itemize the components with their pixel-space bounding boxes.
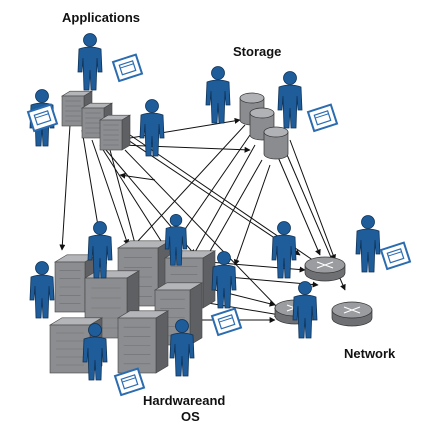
connection-arrow [124, 137, 301, 256]
connection-arrow [59, 124, 71, 251]
storage-disk-icon [263, 126, 289, 160]
connection-arrow [274, 149, 321, 256]
router-icon [331, 301, 373, 327]
connection-arrow [124, 149, 281, 311]
storage-label: Storage [233, 44, 282, 59]
application-cluster [60, 90, 132, 151]
person-icon [277, 71, 303, 129]
app-window-icon [379, 241, 412, 271]
connection-arrow [99, 144, 171, 256]
hardware-label-line2: OS [181, 409, 200, 424]
person-icon [82, 323, 108, 381]
app-window-icon [26, 103, 59, 133]
network-label: Network [344, 346, 396, 361]
app-window-icon [113, 367, 146, 397]
person-icon [355, 215, 381, 273]
storage-cluster [239, 92, 289, 160]
connection-arrow [121, 144, 251, 153]
connection-arrow [91, 139, 130, 246]
person-icon [29, 261, 55, 319]
person-icon [211, 251, 237, 309]
person-icon [271, 221, 297, 279]
person-icon [77, 33, 103, 91]
server-icon [98, 114, 132, 151]
connection-arrow [233, 164, 271, 266]
hardware-label-line1: Hardwareand [143, 393, 226, 408]
applications-label: Applications [62, 10, 141, 25]
people [29, 33, 381, 381]
connection-arrow [204, 159, 263, 261]
person-icon [292, 281, 318, 339]
person-icon [87, 221, 113, 279]
connection-arrow [184, 144, 256, 271]
app-windows [26, 53, 412, 397]
person-icon [205, 66, 231, 124]
server-icon [116, 310, 170, 374]
router-icon [304, 256, 346, 282]
app-window-icon [306, 103, 339, 133]
connection-arrow [124, 124, 246, 256]
person-icon [169, 319, 195, 377]
connection-arrow [289, 139, 336, 261]
person-icon [139, 99, 165, 157]
app-window-icon [111, 53, 144, 83]
connection-arrow [119, 172, 156, 181]
person-icon [164, 213, 188, 266]
app-window-icon [210, 307, 243, 337]
